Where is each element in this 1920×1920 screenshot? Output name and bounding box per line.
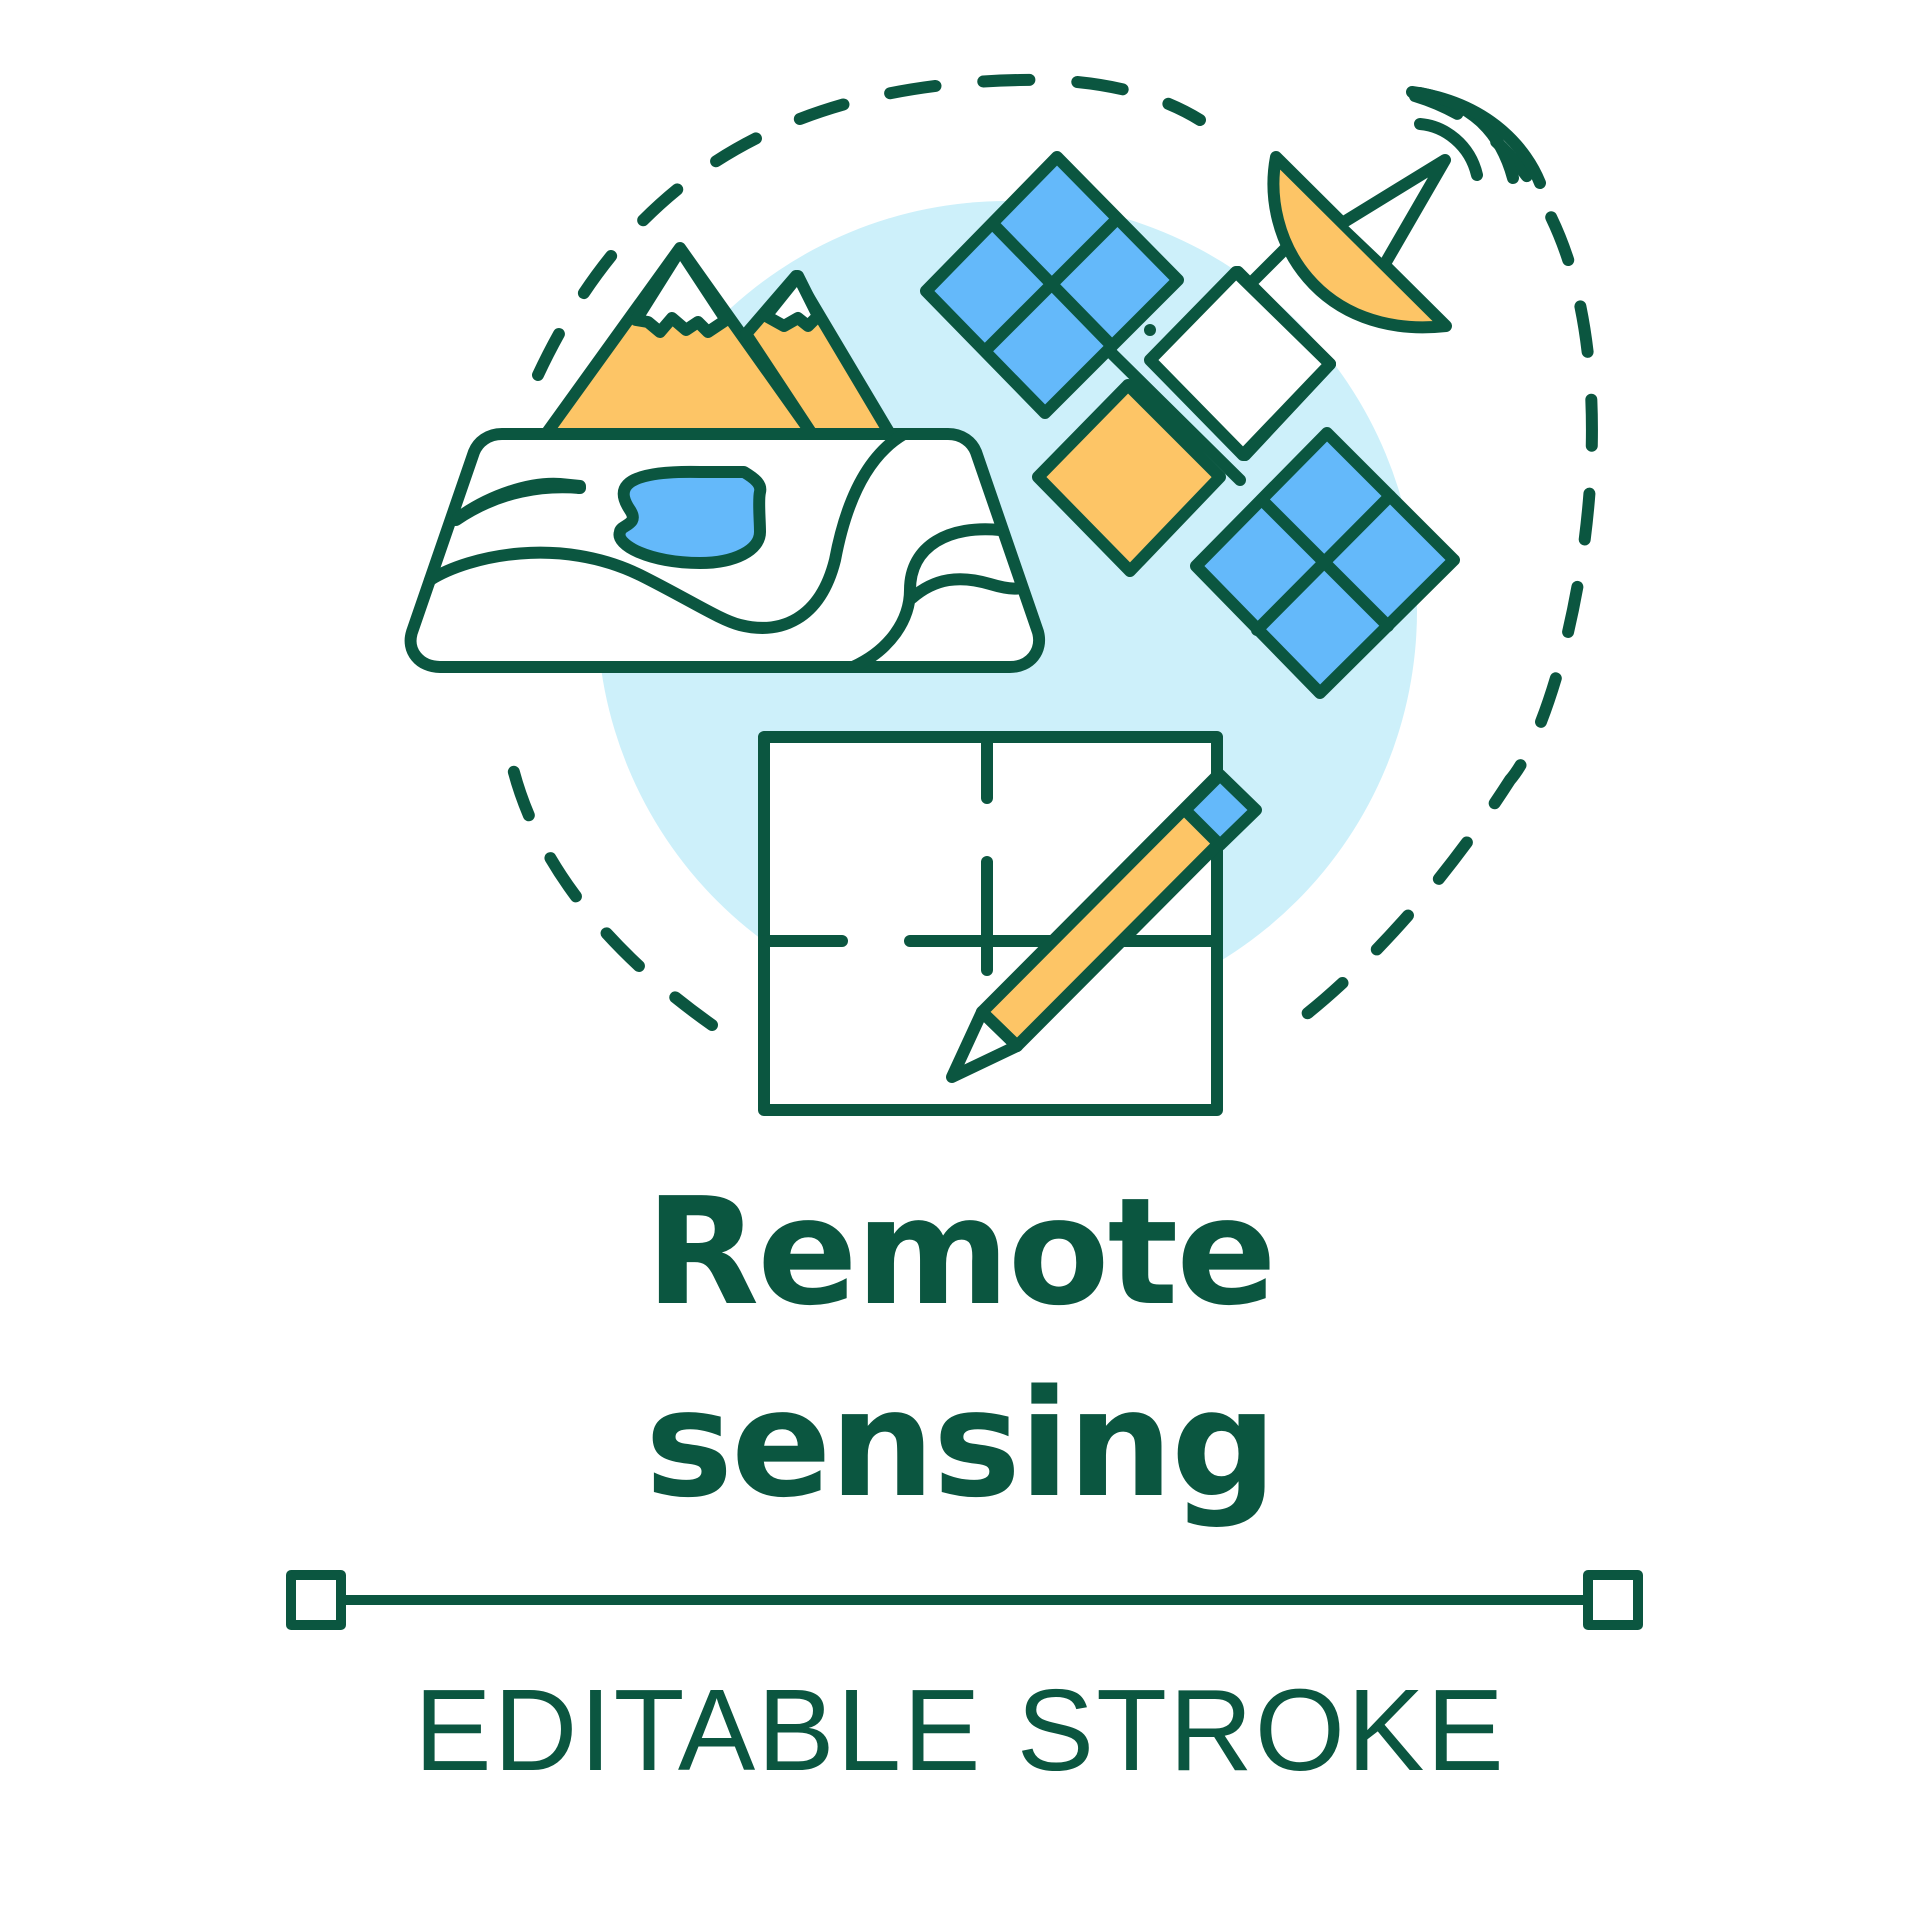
title-line-remote: Remote — [645, 1166, 1276, 1338]
mountains-icon — [540, 242, 896, 440]
stroke-handle-icon — [286, 1570, 1643, 1630]
editable-stroke-caption: EDITABLE STROKE — [414, 1665, 1506, 1795]
title-line-sensing: sensing — [645, 1358, 1277, 1530]
map-icon — [404, 242, 1046, 673]
orbit-dashed-circle — [499, 73, 1598, 1046]
signal-waves-icon — [1406, 86, 1546, 189]
lake-icon — [613, 465, 767, 569]
solar-panel-icon — [920, 151, 1184, 419]
satellite-dish-icon — [1267, 151, 1452, 334]
pencil-icon — [946, 769, 1262, 1083]
satellite-icon — [920, 151, 1460, 699]
solar-panel-icon — [1190, 427, 1460, 699]
